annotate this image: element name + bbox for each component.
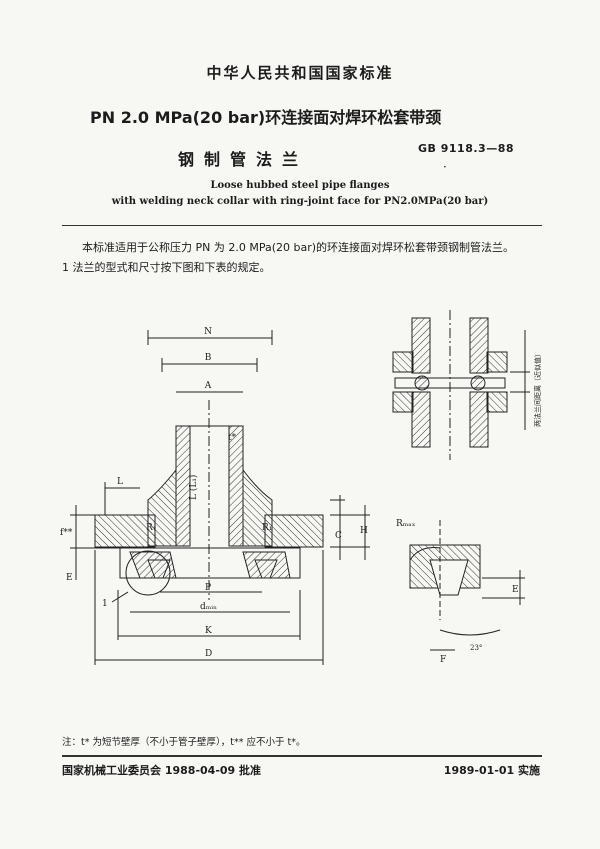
dim-R1-left: R₁: [146, 523, 156, 533]
dim-C: C: [335, 531, 342, 541]
dim-P: P: [205, 583, 211, 593]
dim-E: E: [66, 573, 73, 583]
dim-B: B: [205, 353, 212, 363]
dim-A: A: [204, 381, 212, 391]
callout-1: 1: [102, 599, 108, 609]
footnote: 注：t* 为短节壁厚（不小于管子壁厚），t** 应不小于 t*。: [62, 737, 306, 748]
detail-angle: 23°: [470, 644, 482, 652]
english-title-line-1: Loose hubbed steel pipe flanges: [210, 180, 390, 191]
dim-L-paren: L (L₁): [188, 475, 199, 500]
title-line-2: 钢制管法兰: [178, 150, 309, 169]
dim-H: H: [360, 526, 368, 536]
dim-N: N: [204, 327, 212, 337]
clause-1-paragraph: 1 法兰的型式和尺寸按下图和下表的规定。: [62, 261, 271, 274]
dim-L: L: [117, 477, 123, 487]
implementation-line: 1989-01-01 实施: [443, 764, 540, 777]
top-rule: [62, 225, 542, 226]
detail-E: E: [512, 585, 519, 595]
detail-F: F: [440, 655, 446, 665]
side-note: 两法兰间距离（近似值）: [533, 350, 542, 427]
title-line-1: PN 2.0 MPa(20 bar)环连接面对焊环松套带颈: [90, 108, 442, 127]
dim-dmin: dₘᵢₙ: [200, 602, 217, 612]
detail-Rmax: Rₘₐₓ: [396, 519, 416, 529]
dim-f: f**: [60, 528, 73, 538]
english-title-line-2: with welding neck collar with ring-joint…: [111, 196, 489, 207]
approval-line: 国家机械工业委员会 1988-04-09 批准: [62, 764, 262, 777]
dim-R1-right: R₁: [262, 523, 272, 533]
dim-K: K: [205, 626, 212, 636]
bottom-rule: [62, 755, 542, 757]
scope-paragraph: 本标准适用于公称压力 PN 为 2.0 MPa(20 bar)的环连接面对焊环松…: [82, 241, 515, 254]
dim-D: D: [205, 649, 212, 659]
dim-t-star: t*: [228, 433, 237, 443]
dot-mark: ·: [443, 160, 447, 174]
national-standard-header: 中华人民共和国国家标准: [206, 64, 394, 82]
standard-number: GB 9118.3—88: [418, 142, 514, 155]
